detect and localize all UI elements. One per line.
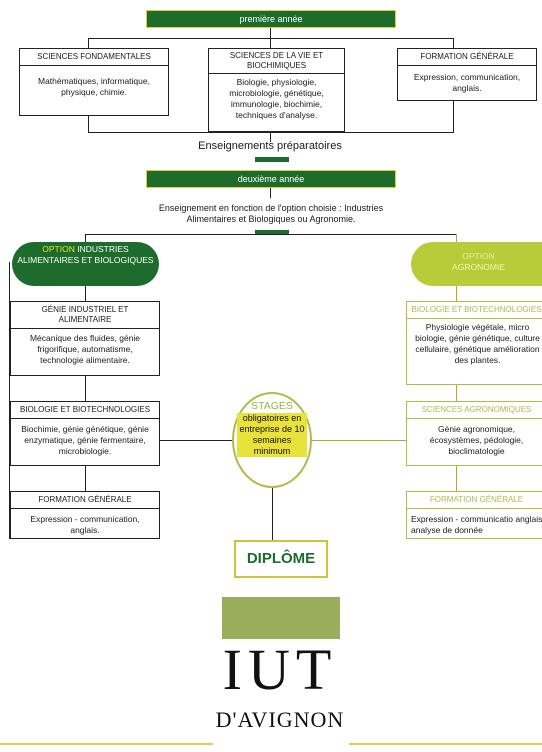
connector [160, 440, 235, 441]
box-body: Expression - communicatio anglais, analy… [411, 514, 542, 535]
box-body: Physiologie végétale, micro biologie, gé… [415, 322, 540, 365]
box-title: SCIENCES DE LA VIE ET BIOCHIMIQUES [209, 49, 344, 74]
year2-banner: deuxième année [146, 170, 396, 188]
logo-avignon: D'AVIGNON [215, 707, 345, 732]
connector [88, 116, 89, 132]
box-title: BIOLOGIE ET BIOTECHNOLOGIES [407, 302, 542, 319]
logo-square [222, 597, 340, 639]
box-title: BIOLOGIE ET BIOTECHNOLOGIES [11, 402, 159, 419]
connector [9, 262, 10, 539]
box-sciences-agronomiques: SCIENCES AGRONOMIQUES Génie agronomique,… [406, 401, 542, 466]
box-biologie-biotech-right: BIOLOGIE ET BIOTECHNOLOGIES Physiologie … [406, 301, 542, 385]
box-title: FORMATION GÉNÉRALE [11, 492, 159, 509]
connector [85, 376, 86, 401]
box-body: Mécanique des fluides, génie frigorifiqu… [29, 333, 141, 365]
box-body: Expression - communication, anglais. [30, 514, 140, 535]
connector [310, 440, 406, 441]
year2-label: deuxième année [237, 174, 305, 184]
stages-body: obligatoires en entreprise de 10 semaine… [237, 413, 307, 457]
box-formation-generale-left: FORMATION GÉNÉRALE Expression - communic… [10, 491, 160, 539]
diploma-label: DIPLÔME [246, 550, 316, 567]
box-genie-industriel: GÉNIE INDUSTRIEL ET ALIMENTAIRE Mécaniqu… [10, 301, 160, 376]
option-right-prefix: OPTION [462, 251, 495, 261]
connector [88, 38, 453, 39]
option-right-pill: OPTION AGRONOMIE [411, 242, 542, 286]
box-sciences-fondamentales: SCIENCES FONDAMENTALES Mathématiques, in… [19, 48, 169, 116]
box-body: Expression, communication, anglais. [413, 72, 521, 93]
accent-bar [255, 230, 289, 235]
box-title: SCIENCES FONDAMENTALES [20, 49, 168, 66]
diploma-box: DIPLÔME [234, 540, 328, 578]
connector [453, 101, 454, 132]
box-title: GÉNIE INDUSTRIEL ET ALIMENTAIRE [11, 302, 159, 329]
option-left-pill: OPTION INDUSTRIES ALIMENTAIRES ET BIOLOG… [12, 242, 159, 286]
box-body: Mathématiques, informatique, physique, c… [38, 76, 150, 97]
option-description: Enseignement en fonction de l'option cho… [158, 203, 384, 224]
connector [85, 466, 86, 491]
connector [453, 38, 454, 48]
connector [88, 132, 454, 133]
option-left-name: INDUSTRIES ALIMENTAIRES ET BIOLOGIQUES [17, 244, 154, 265]
bottom-rule-right [349, 743, 542, 745]
box-body: Biologie, physiologie, microbiologie, gé… [229, 77, 324, 120]
connector [456, 466, 457, 491]
option-left-prefix: OPTION [42, 244, 75, 254]
logo-iut: IUT [222, 637, 338, 702]
box-body: Biochimie, génie génétique, génie enzyma… [21, 424, 149, 456]
connector [456, 385, 457, 401]
option-right-name: AGRONOMIE [452, 262, 505, 272]
stages-title: STAGES [251, 400, 293, 412]
connector [456, 234, 457, 244]
stages-ellipse: STAGES obligatoires en entreprise de 10 … [232, 392, 312, 488]
box-body: Génie agronomique, écosystèmes, pédologi… [429, 424, 524, 456]
accent-bar [255, 157, 289, 162]
connector [456, 286, 457, 301]
connector [85, 234, 86, 244]
bottom-rule-left [0, 743, 213, 745]
connector [270, 132, 271, 142]
box-title: FORMATION GÉNÉRALE [407, 492, 542, 509]
connector [85, 286, 86, 301]
box-title: SCIENCES AGRONOMIQUES [407, 402, 542, 419]
box-formation-generale-1: FORMATION GÉNÉRALE Expression, communica… [397, 48, 537, 101]
box-formation-generale-right: FORMATION GÉNÉRALE Expression - communic… [406, 491, 542, 539]
box-biologie-biotech-left: BIOLOGIE ET BIOTECHNOLOGIES Biochimie, g… [10, 401, 160, 466]
year1-banner: première année [146, 10, 396, 28]
connector [270, 186, 271, 198]
connector [85, 234, 456, 235]
year1-label: première année [239, 14, 303, 24]
connector [272, 488, 273, 540]
box-sciences-vie: SCIENCES DE LA VIE ET BIOCHIMIQUES Biolo… [208, 48, 345, 132]
prep-label: Enseignements préparatoires [198, 140, 342, 152]
box-title: FORMATION GÉNÉRALE [398, 49, 536, 66]
connector [88, 38, 89, 48]
